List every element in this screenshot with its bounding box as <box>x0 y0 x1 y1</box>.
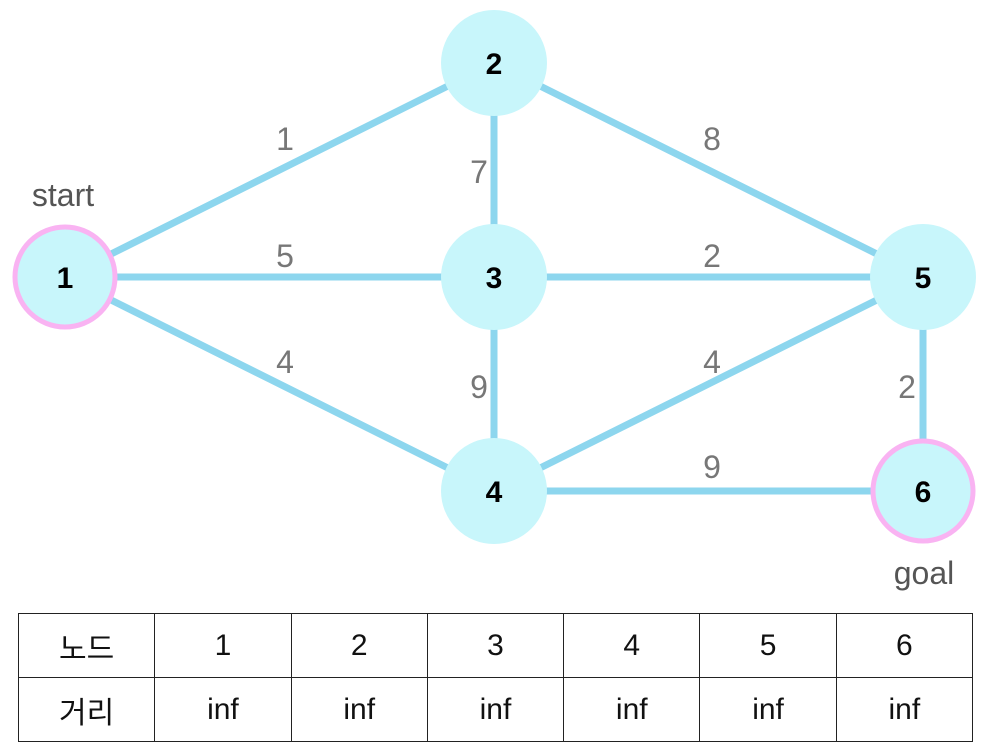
node-cell: 3 <box>426 613 565 678</box>
graph-diagram: 1 5 4 7 8 2 9 4 9 2 1 2 3 4 5 6 start goal <box>12 10 976 591</box>
distance-cell: inf <box>290 677 428 742</box>
edge-weight-1-2: 1 <box>276 121 294 157</box>
edge-weight-1-3: 5 <box>276 238 294 274</box>
node-4 <box>441 438 547 544</box>
edge-weight-3-4: 9 <box>470 369 488 405</box>
start-label: start <box>32 177 94 213</box>
node-cell: 6 <box>835 613 974 678</box>
header-cell-distance: 거리 <box>17 677 156 742</box>
distance-table: 노드 1 2 3 4 5 6 거리 inf inf inf inf inf in… <box>17 613 974 742</box>
node-cell: 5 <box>699 613 837 678</box>
edge-1-4 <box>63 273 496 495</box>
header-cell-node: 노드 <box>17 613 156 678</box>
edges-layer <box>63 59 927 495</box>
edge-weight-3-5: 2 <box>703 238 721 274</box>
nodes-layer: 1 2 3 4 5 6 <box>12 10 976 544</box>
edge-weight-1-4: 4 <box>276 344 294 380</box>
node-cell: 2 <box>290 613 428 678</box>
node-cell: 4 <box>563 613 701 678</box>
node-cell: 1 <box>154 613 292 678</box>
edge-2-5 <box>492 59 925 281</box>
node-5 <box>870 224 976 330</box>
distance-cell: inf <box>154 677 292 742</box>
edge-weight-2-3: 7 <box>470 154 488 190</box>
edge-weight-5-6: 2 <box>898 369 916 405</box>
node-3 <box>441 224 547 330</box>
edge-labels-layer: 1 5 4 7 8 2 9 4 9 2 <box>276 121 916 485</box>
edge-1-2 <box>63 59 496 281</box>
goal-label: goal <box>894 555 955 591</box>
edge-weight-2-5: 8 <box>703 121 721 157</box>
node-label-6: 6 <box>915 476 932 509</box>
edge-4-5 <box>492 273 925 495</box>
distance-cell: inf <box>835 677 974 742</box>
node-label-3: 3 <box>486 262 503 295</box>
distance-cell: inf <box>699 677 837 742</box>
node-label-5: 5 <box>915 262 932 295</box>
node-label-4: 4 <box>486 476 503 509</box>
table-row-node: 노드 1 2 3 4 5 6 <box>17 613 974 678</box>
node-label-2: 2 <box>486 48 503 81</box>
node-6 <box>870 438 976 544</box>
distance-cell: inf <box>426 677 565 742</box>
node-label-1: 1 <box>57 262 74 295</box>
node-2 <box>441 10 547 116</box>
node-1 <box>12 224 118 330</box>
edge-weight-4-6: 9 <box>703 449 721 485</box>
table-row-distance: 거리 inf inf inf inf inf inf <box>17 677 974 742</box>
distance-cell: inf <box>563 677 701 742</box>
edge-weight-4-5: 4 <box>703 344 721 380</box>
